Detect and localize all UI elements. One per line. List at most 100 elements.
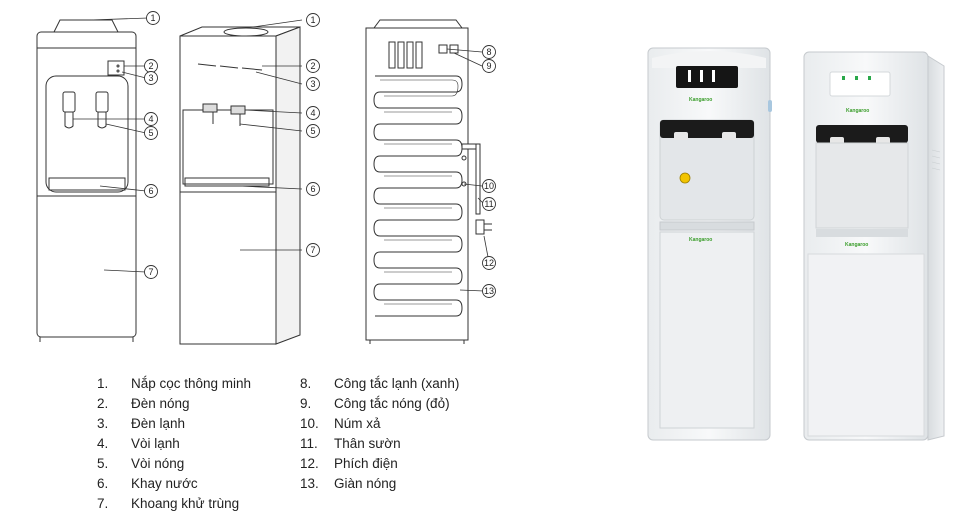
callout-7: 7 <box>144 265 158 279</box>
rear-view-drawing <box>365 19 492 344</box>
callout-number: 12 <box>484 258 494 268</box>
callout-3: 3 <box>306 77 320 91</box>
legend-number: 2. <box>97 396 109 411</box>
legend-label: Núm xả <box>334 416 381 431</box>
callout-1: 1 <box>146 11 160 25</box>
hot-warning-sticker <box>679 172 691 184</box>
legend-number: 6. <box>97 476 109 491</box>
legend-item: 10. Núm xả <box>300 414 459 434</box>
callout-5: 5 <box>306 124 320 138</box>
legend-label: Nắp cọc thông minh <box>131 376 252 391</box>
dispenser-photo-left: Kangaroo Kangaroo <box>647 47 772 441</box>
control-panel-left <box>676 66 738 88</box>
control-panel-right <box>829 71 891 97</box>
brand-label: Kangaroo <box>689 97 712 103</box>
brand-label-lower: Kangaroo <box>689 237 712 243</box>
legend-item: 7. Khoang khử trùng <box>97 494 251 514</box>
brand-label-right-lower: Kangaroo <box>845 242 868 248</box>
callout-6: 6 <box>306 182 320 196</box>
callout-1: 1 <box>306 13 320 27</box>
callout-10: 10 <box>482 179 496 193</box>
legend-number: 5. <box>97 456 109 471</box>
legend-item: 5. Vòi nóng <box>97 454 251 474</box>
legend-number: 4. <box>97 436 109 451</box>
callout-5: 5 <box>144 126 158 140</box>
legend-number: 11. <box>300 436 318 451</box>
callout-number: 3 <box>310 79 315 89</box>
legend-item: 6. Khay nước <box>97 474 251 494</box>
callout-number: 6 <box>148 186 153 196</box>
callout-8: 8 <box>482 45 496 59</box>
legend-label: Vòi nóng <box>131 456 185 471</box>
legend-column-right: 8. Công tắc lạnh (xanh) 9. Công tắc nóng (đ… <box>300 374 459 494</box>
legend-label: Vòi lạnh <box>131 436 180 451</box>
legend-item: 8. Công tắc lạnh (xanh) <box>300 374 459 394</box>
callout-12: 12 <box>482 256 496 270</box>
callout-number: 5 <box>310 126 315 136</box>
legend-item: 3. Đèn lạnh <box>97 414 251 434</box>
legend-label: Khoang khử trùng <box>131 496 240 511</box>
callout-9: 9 <box>482 59 496 73</box>
callout-number: 2 <box>148 61 153 71</box>
front-view-leader-lines <box>73 17 149 273</box>
callout-13: 13 <box>482 284 496 298</box>
legend-label: Khay nước <box>131 476 198 491</box>
legend-item: 1. Nắp cọc thông minh <box>97 374 251 394</box>
callout-number: 1 <box>310 15 315 25</box>
hot-tap-icon <box>722 132 736 140</box>
legend-label: Đèn lạnh <box>131 416 186 431</box>
callout-number: 9 <box>486 61 491 71</box>
legend-item: 11. Thân sườn <box>300 434 459 454</box>
cold-tap-icon <box>674 132 688 140</box>
legend-number: 7. <box>97 496 109 511</box>
legend-label: Thân sườn <box>334 436 401 451</box>
legend-item: 12. Phích điện <box>300 454 459 474</box>
callout-number: 6 <box>310 184 315 194</box>
legend-number: 13. <box>300 476 319 491</box>
legend-number: 8. <box>300 376 312 391</box>
legend-label: Đèn nóng <box>131 396 190 411</box>
tap-housing-right <box>816 125 908 143</box>
callout-2: 2 <box>144 59 158 73</box>
callout-number: 8 <box>486 47 491 57</box>
callout-2: 2 <box>306 59 320 73</box>
callout-number: 7 <box>148 267 153 277</box>
legend-number: 3. <box>97 416 109 431</box>
callout-number: 11 <box>484 199 493 209</box>
callout-number: 5 <box>148 128 153 138</box>
callout-number: 7 <box>310 245 315 255</box>
legend-item: 4. Vòi lạnh <box>97 434 251 454</box>
legend-number: 1. <box>97 376 109 391</box>
legend-number: 10. <box>300 416 319 431</box>
legend-item: 2. Đèn nóng <box>97 394 251 414</box>
dispenser-photo-right: Kangaroo Kangaroo <box>803 51 945 441</box>
callout-number: 1 <box>150 13 155 23</box>
legend-label: Phích điện <box>334 456 398 471</box>
callout-7: 7 <box>306 243 320 257</box>
legend-label: Công tắc nóng (đỏ) <box>334 396 450 411</box>
callout-6: 6 <box>144 184 158 198</box>
callout-number: 10 <box>484 181 494 191</box>
legend-number: 9. <box>300 396 312 411</box>
callout-4: 4 <box>144 112 158 126</box>
front-view-drawing <box>36 19 137 342</box>
brand-label-right: Kangaroo <box>846 108 869 114</box>
legend-label: Công tắc lạnh (xanh) <box>334 376 460 391</box>
legend-number: 12. <box>300 456 319 471</box>
callout-number: 4 <box>148 114 153 124</box>
perspective-view-drawing <box>179 26 301 345</box>
callout-number: 3 <box>148 73 153 83</box>
callout-11: 11 <box>482 197 496 211</box>
perspective-view-leader-lines <box>239 19 303 251</box>
legend-column-left: 1. Nắp cọc thông minh 2. Đèn nóng 3. Đèn lạnh… <box>97 374 251 514</box>
legend-item: 9. Công tắc nóng (đỏ) <box>300 394 459 414</box>
callout-number: 13 <box>484 286 494 296</box>
legend-label: Giàn nóng <box>334 476 397 491</box>
legend-item: 13. Giàn nóng <box>300 474 459 494</box>
callout-3: 3 <box>144 71 158 85</box>
callout-number: 4 <box>310 108 315 118</box>
callout-4: 4 <box>306 106 320 120</box>
callout-number: 2 <box>310 61 315 71</box>
